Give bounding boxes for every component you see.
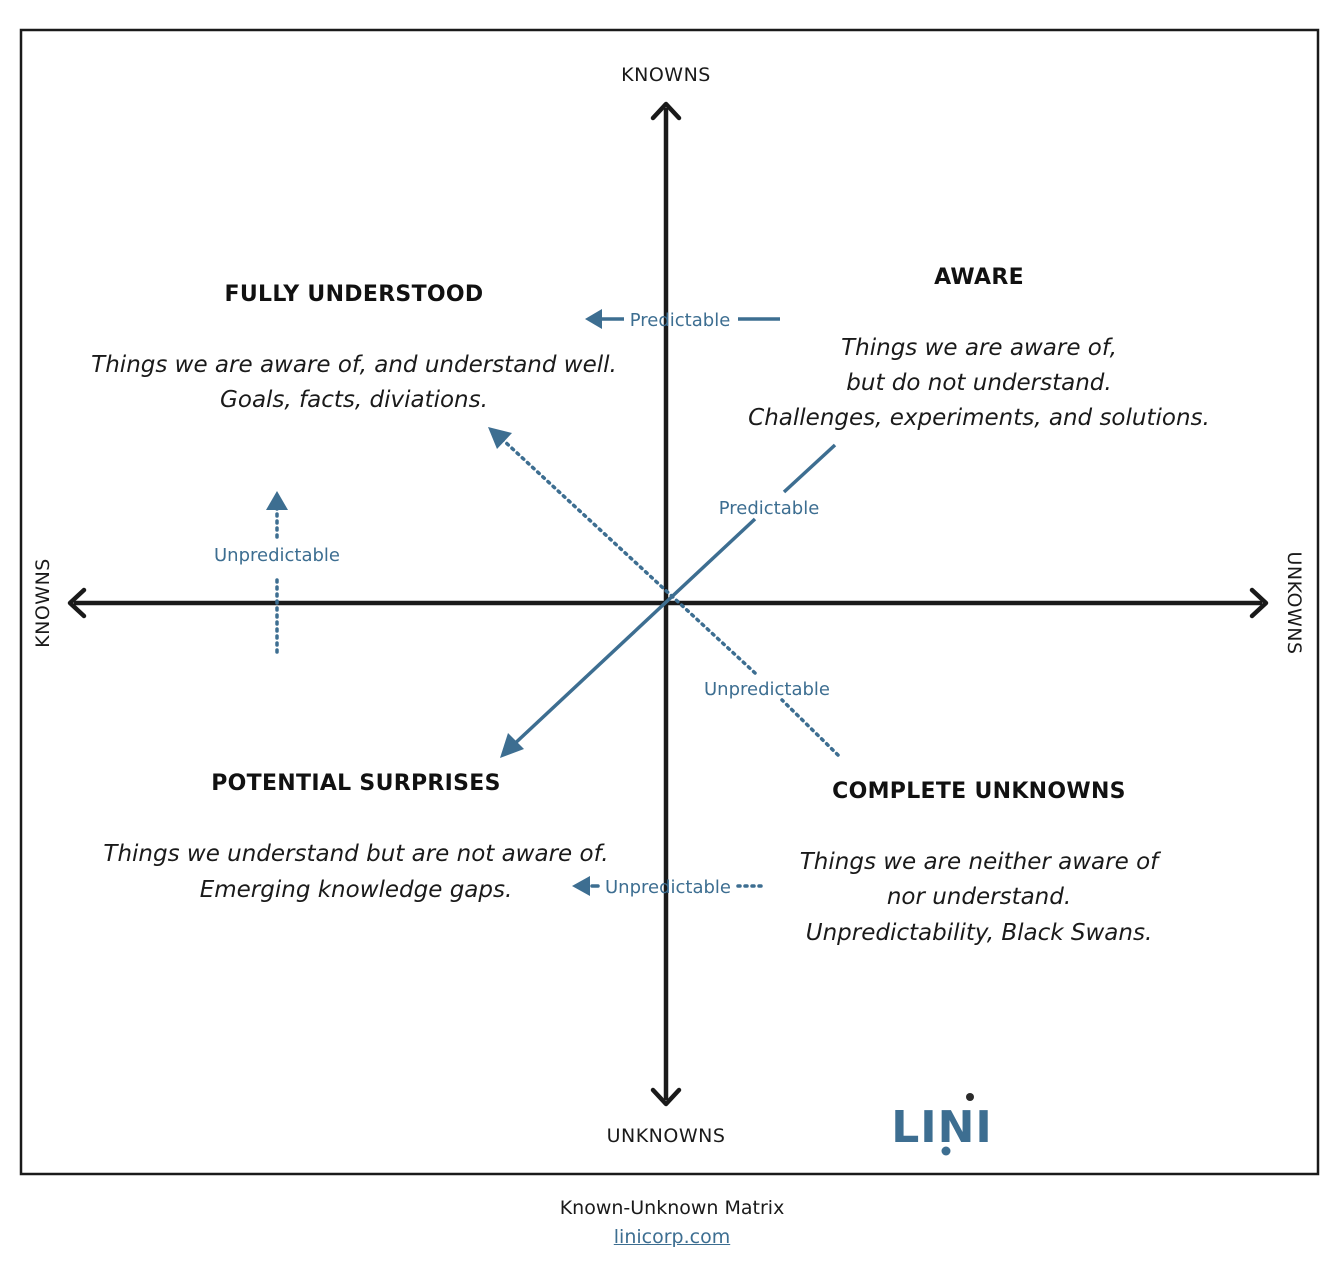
axis-label-top: KNOWNS xyxy=(621,64,711,86)
unpredictable-bottom-arrowhead xyxy=(572,876,590,896)
axis-label-left: KNOWNS xyxy=(32,558,54,648)
unpredictable-diagonal-label: Unpredictable xyxy=(704,679,830,700)
lini-logo-bottom-dot xyxy=(941,1146,951,1156)
vertical-axis-bottom-arrowhead xyxy=(650,1087,682,1107)
horizontal-axis-left-arrowhead xyxy=(67,587,87,619)
predictable-diagonal-line-upper xyxy=(782,443,837,494)
quadrant-title-aware: AWARE xyxy=(934,265,1024,290)
axis-label-bottom: UNKNOWNS xyxy=(607,1125,726,1147)
quadrant-desc-aware-line-1: Things we are aware of, xyxy=(841,335,1117,361)
unpredictable-left-arrowhead xyxy=(266,491,288,510)
diagram-frame xyxy=(19,28,1320,1176)
quadrant-desc-aware-line-2: but do not understand. xyxy=(846,370,1111,396)
quadrant-desc-complete-unknowns-line-1: Things we are neither aware of xyxy=(800,849,1161,875)
predictable-diagonal-label: Predictable xyxy=(719,498,820,519)
quadrant-desc-aware-line-3: Challenges, experiments, and solutions. xyxy=(748,405,1210,431)
lini-logo-text: LINI xyxy=(891,1102,993,1153)
axis-label-right: UNKOWNS xyxy=(1283,551,1305,654)
unpredictable-bottom-label: Unpredictable xyxy=(605,877,731,898)
predictable-diagonal-line-lower xyxy=(508,517,757,750)
quadrant-desc-potential-surprises-line-2: Emerging knowledge gaps. xyxy=(200,877,513,903)
unpredictable-diagonal-line-upper xyxy=(501,438,757,675)
horizontal-axis-right-arrowhead xyxy=(1249,587,1269,619)
predictable-top-label: Predictable xyxy=(630,310,731,331)
footer-link[interactable]: linicorp.com xyxy=(613,1226,731,1248)
lini-logo: LINI xyxy=(891,1093,993,1156)
predictable-top-arrowhead xyxy=(585,309,602,329)
unpredictable-diagonal-arrowhead xyxy=(488,427,512,449)
vertical-axis-top-arrowhead xyxy=(650,101,682,121)
predictable-diagonal-arrowhead xyxy=(500,733,524,758)
unpredictable-left-label: Unpredictable xyxy=(214,545,340,566)
quadrant-title-fully-understood: FULLY UNDERSTOOD xyxy=(225,282,484,307)
quadrant-desc-complete-unknowns-line-2: nor understand. xyxy=(887,884,1071,910)
quadrant-desc-fully-understood-line-1: Things we are aware of, and understand w… xyxy=(91,352,617,378)
unpredictable-diagonal-line-lower xyxy=(780,698,840,757)
quadrant-title-potential-surprises: POTENTIAL SURPRISES xyxy=(211,771,501,796)
lini-logo-top-dot xyxy=(966,1093,974,1101)
footer-caption: Known-Unknown Matrix xyxy=(559,1197,785,1219)
quadrant-desc-potential-surprises-line-1: Things we understand but are not aware o… xyxy=(103,841,608,867)
quadrant-title-complete-unknowns: COMPLETE UNKNOWNS xyxy=(832,779,1126,804)
quadrant-desc-complete-unknowns-line-3: Unpredictability, Black Swans. xyxy=(806,920,1153,946)
quadrant-desc-fully-understood-line-2: Goals, facts, diviations. xyxy=(220,387,488,413)
